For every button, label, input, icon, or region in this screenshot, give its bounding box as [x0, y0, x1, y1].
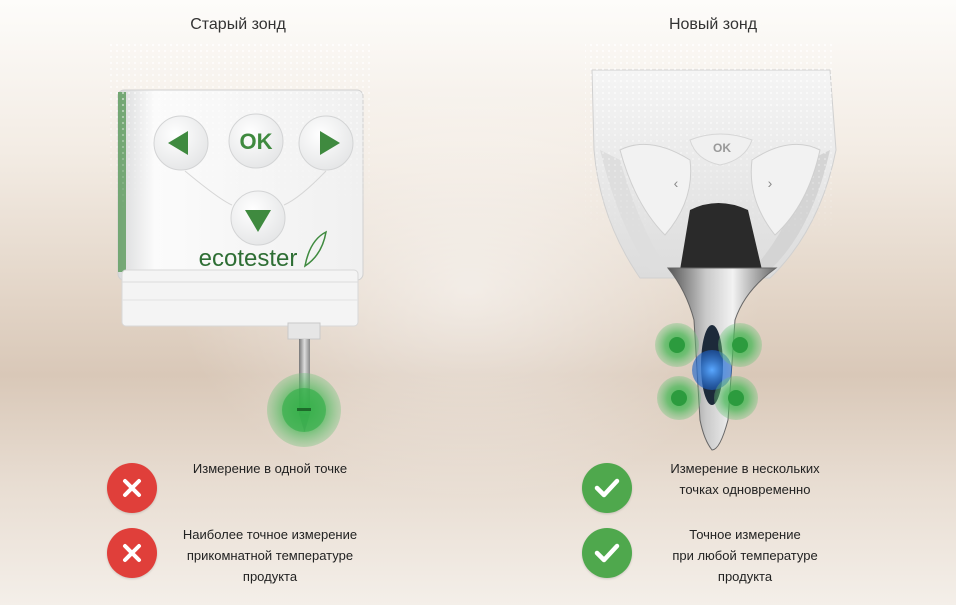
feature-text: Измерение в нескольких точках одновремен… — [670, 461, 820, 497]
check-icon — [582, 528, 632, 578]
column-title-old: Старый зонд — [190, 16, 286, 33]
cross-icon — [107, 528, 157, 578]
svg-text:OK: OK — [713, 141, 731, 155]
old-down-button — [230, 190, 286, 246]
new-left-button: ‹ — [619, 143, 692, 236]
cross-icon — [107, 463, 157, 513]
feature-text: Точное измерение при любой температуре п… — [672, 527, 818, 584]
old-left-button — [153, 115, 209, 171]
new-sensor-glows — [655, 323, 762, 420]
svg-text:›: › — [768, 175, 773, 191]
old-right-button — [298, 115, 354, 171]
leaf-icon — [303, 230, 327, 268]
column-title-new: Новый зонд — [668, 16, 758, 33]
svg-text:OK: OK — [240, 129, 273, 154]
brand-logo: ecotester — [199, 245, 298, 272]
feature-text: Наиболее точное измерение прикомнатной т… — [182, 527, 358, 584]
old-ok-button: OK — [228, 113, 284, 169]
new-sensor-blue — [692, 350, 732, 390]
new-right-button: › — [750, 143, 821, 236]
svg-text:‹: ‹ — [674, 175, 679, 191]
check-icon — [582, 463, 632, 513]
new-ok-button: OK — [689, 133, 753, 166]
feature-text: Измерение в одной точке — [192, 461, 348, 476]
